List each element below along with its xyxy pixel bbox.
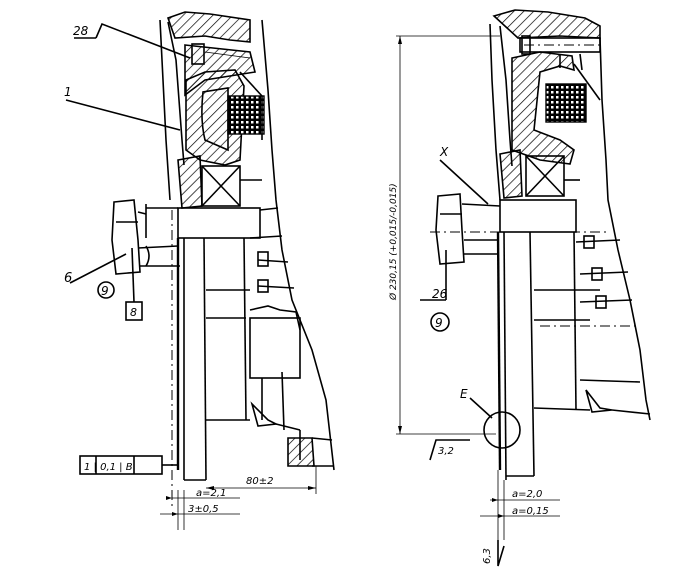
detail-e: Е <box>460 387 468 401</box>
left-nut <box>111 199 180 275</box>
dim-80: 80±2 <box>246 476 273 487</box>
right-hub <box>430 199 608 481</box>
right-nut <box>435 193 501 265</box>
frame-reference: 1 | 0,1 | В <box>84 462 133 473</box>
left-bearing <box>177 155 262 209</box>
right-view: Ø 230,15 (+0,015/-0,015) X 26 9 Е 3,2 a=… <box>388 9 651 567</box>
label-9: 9 <box>101 284 109 298</box>
left-disk <box>159 19 265 201</box>
left-annotations: 28 1 6 9 8 1 | 0,1 | В 80±2 a=2,1 <box>64 22 317 530</box>
dim-b-right: a=0,15 <box>512 506 549 517</box>
left-housing-top <box>166 11 256 97</box>
label-8: 8 <box>130 306 137 319</box>
dim-a-right: a=2,0 <box>512 489 542 500</box>
label-26: 26 <box>432 287 448 301</box>
label-28: 28 <box>73 24 89 38</box>
right-annotations: Ø 230,15 (+0,015/-0,015) X 26 9 Е 3,2 a=… <box>388 35 560 567</box>
label-6: 6 <box>64 271 72 286</box>
right-housing-top <box>492 9 601 71</box>
dim-diameter: Ø 230,15 (+0,015/-0,015) <box>388 183 399 301</box>
right-ribs <box>540 235 651 415</box>
left-outer-contour <box>249 19 335 471</box>
label-1: 1 <box>64 85 72 99</box>
right-disk <box>489 23 651 421</box>
roughness-63: 6,3 <box>482 548 493 564</box>
left-hub <box>145 204 261 510</box>
label-9-right: 9 <box>435 316 443 330</box>
right-bearing <box>499 149 580 199</box>
dim-b: 3±0,5 <box>188 504 219 515</box>
label-x: X <box>439 145 449 159</box>
roughness-32: 3,2 <box>438 446 454 457</box>
left-view: 28 1 6 9 8 1 | 0,1 | В 80±2 a=2,1 <box>64 11 335 530</box>
dim-a: a=2,1 <box>196 488 226 499</box>
